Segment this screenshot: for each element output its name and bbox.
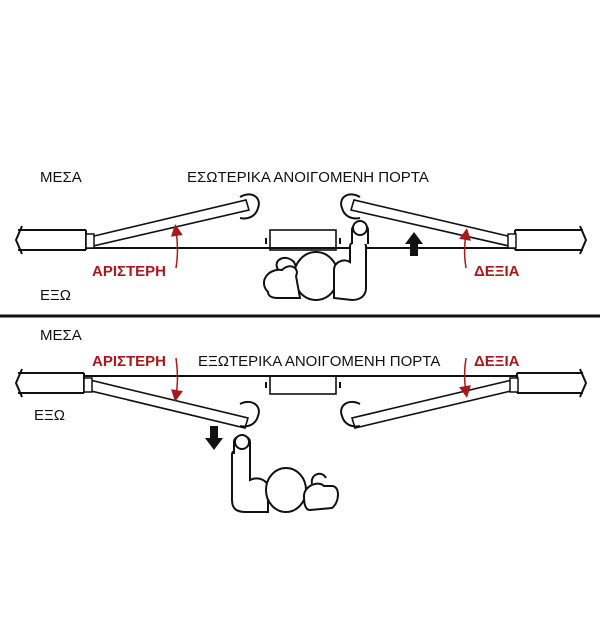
right-hand-label: ΔΕΞΙΑ (474, 263, 520, 280)
left-hand-label: ΑΡΙΣΤΕΡΗ (92, 263, 166, 280)
panel-title: ΕΣΩΤΕΡΙΚΑ ΑΝΟΙΓΟΜΕΝΗ ΠΟΡΤΑ (187, 169, 429, 186)
wall-left (14, 225, 87, 255)
door-leaf-left (83, 377, 260, 429)
center-post (269, 375, 337, 395)
door-leaf-left (85, 193, 260, 249)
inside-label: ΜΕΣΑ (40, 327, 82, 344)
direction-arrow-up-icon (405, 232, 423, 256)
left-hand-label: ΑΡΙΣΤΕΡΗ (92, 353, 166, 370)
swing-arrow-left (170, 224, 183, 269)
center-post (269, 229, 337, 251)
panel-title: ΕΞΩΤΕΡΙΚΑ ΑΝΟΙΓΟΜΕΝΗ ΠΟΡΤΑ (198, 353, 440, 370)
wall-right (516, 368, 588, 398)
inside-label: ΜΕΣΑ (40, 169, 82, 186)
wall-left (14, 368, 85, 398)
person-pushing-icon (263, 220, 369, 302)
direction-arrow-down-icon (205, 426, 223, 450)
person-pulling-icon (231, 434, 339, 513)
inward-panel: ΜΕΣΑ ΕΣΩΤΕΡΙΚΑ ΑΝΟΙΓΟΜΕΝΗ ΠΟΡΤΑ ΕΞΩ (14, 169, 588, 304)
door-leaf-right (340, 377, 519, 429)
outward-panel: ΜΕΣΑ ΕΞΩΤΕΡΙΚΑ ΑΝΟΙΓΟΜΕΝΗ ΠΟΡΤΑ ΕΞΩ ΑΡΙΣ… (14, 327, 588, 513)
right-hand-label: ΔΕΞΙΑ (474, 353, 520, 370)
outside-label: ΕΞΩ (40, 287, 71, 304)
swing-arrow-left (171, 357, 183, 402)
swing-arrow-right (459, 228, 471, 269)
door-leaf-right (340, 193, 517, 249)
outside-label: ΕΞΩ (34, 407, 65, 424)
swing-arrow-right (459, 357, 471, 398)
wall-right (514, 225, 588, 255)
